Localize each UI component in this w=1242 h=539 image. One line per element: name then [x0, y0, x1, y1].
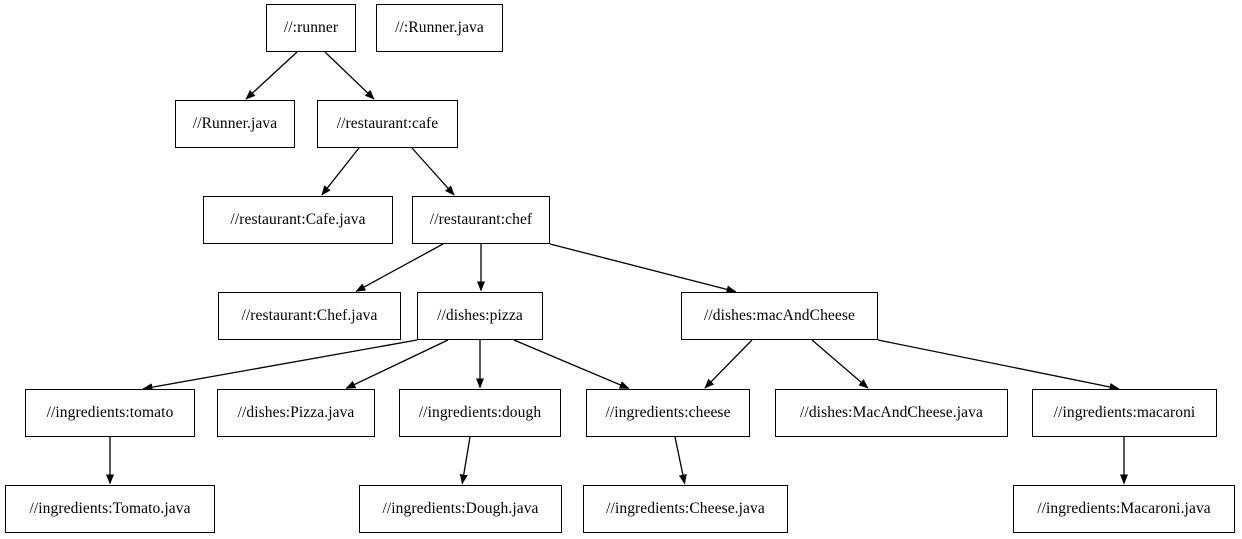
graph-edge-ing_dough-to-dough_java	[459, 436, 471, 485]
graph-node-restaurant_cafe[interactable]: //restaurant:cafe	[317, 100, 458, 148]
graph-edge-dishes_mac-to-ing_macaroni	[877, 339, 1120, 391]
graph-edge-restaurant_cafe-to-cafe_java	[321, 147, 360, 196]
graph-node-label: //restaurant:Chef.java	[241, 307, 378, 325]
graph-edge-ing_cheese-to-cheese_java	[674, 436, 687, 485]
graph-node-runner_java_root[interactable]: //:Runner.java	[376, 4, 503, 52]
graph-node-dishes_mac[interactable]: //dishes:macAndCheese	[681, 292, 878, 340]
graph-node-label: //:Runner.java	[395, 19, 484, 37]
graph-edge-runner-to-runner_java	[245, 51, 298, 100]
graph-node-tomato_java[interactable]: //ingredients:Tomato.java	[5, 485, 215, 533]
graph-node-label: //ingredients:tomato	[46, 404, 174, 422]
graph-node-label: //ingredients:cheese	[605, 404, 731, 422]
graph-node-cheese_java[interactable]: //ingredients:Cheese.java	[583, 485, 788, 533]
graph-node-label: //dishes:pizza	[437, 307, 523, 325]
graph-edge-runner-to-restaurant_cafe	[324, 51, 375, 100]
graph-edge-restaurant_chef-to-chef_java	[355, 243, 444, 292]
graph-edge-dishes_mac-to-ing_cheese	[704, 339, 753, 389]
graph-edge-dishes_pizza-to-ing_cheese	[513, 339, 630, 390]
graph-node-label: //ingredients:macaroni	[1053, 404, 1196, 422]
graph-node-label: //Runner.java	[192, 115, 278, 133]
graph-node-ing_cheese[interactable]: //ingredients:cheese	[586, 389, 750, 437]
graph-node-label: //:runner	[283, 19, 339, 37]
graph-node-label: //ingredients:Cheese.java	[606, 500, 765, 518]
graph-node-mac_java[interactable]: //dishes:MacAndCheese.java	[775, 389, 1008, 437]
graph-node-label: //ingredients:Dough.java	[382, 500, 539, 518]
graph-edge-dishes_pizza-to-pizza_java	[345, 339, 449, 389]
graph-node-label: //restaurant:cafe	[336, 115, 439, 133]
graph-node-dishes_pizza[interactable]: //dishes:pizza	[417, 292, 543, 340]
graph-edge-restaurant_cafe-to-restaurant_chef	[411, 147, 455, 196]
graph-node-label: //dishes:macAndCheese	[703, 307, 856, 325]
graph-node-label: //dishes:MacAndCheese.java	[800, 404, 983, 422]
graph-node-cafe_java[interactable]: //restaurant:Cafe.java	[203, 196, 393, 244]
graph-node-pizza_java[interactable]: //dishes:Pizza.java	[217, 389, 375, 437]
graph-edge-dishes_mac-to-mac_java	[811, 339, 869, 389]
graph-node-label: //ingredients:dough	[418, 404, 542, 422]
graph-node-ing_tomato[interactable]: //ingredients:tomato	[25, 389, 195, 437]
graph-node-runner[interactable]: //:runner	[266, 4, 356, 52]
graph-node-label: //ingredients:Tomato.java	[29, 500, 191, 518]
graph-node-label: //restaurant:Cafe.java	[230, 211, 366, 229]
graph-node-ing_dough[interactable]: //ingredients:dough	[399, 389, 561, 437]
graph-edge-dishes_pizza-to-ing_tomato	[142, 339, 418, 392]
graph-node-label: //ingredients:Macaroni.java	[1037, 500, 1211, 518]
graph-node-dough_java[interactable]: //ingredients:Dough.java	[359, 485, 562, 533]
graph-node-chef_java[interactable]: //restaurant:Chef.java	[218, 292, 401, 340]
graph-node-macaroni_java[interactable]: //ingredients:Macaroni.java	[1013, 485, 1235, 533]
graph-node-label: //restaurant:chef	[429, 211, 533, 229]
graph-node-runner_java[interactable]: //Runner.java	[175, 100, 295, 148]
graph-node-ing_macaroni[interactable]: //ingredients:macaroni	[1032, 389, 1217, 437]
graph-edge-restaurant_chef-to-dishes_mac	[549, 243, 737, 294]
graph-node-label: //dishes:Pizza.java	[237, 404, 355, 422]
graph-node-restaurant_chef[interactable]: //restaurant:chef	[412, 196, 550, 244]
